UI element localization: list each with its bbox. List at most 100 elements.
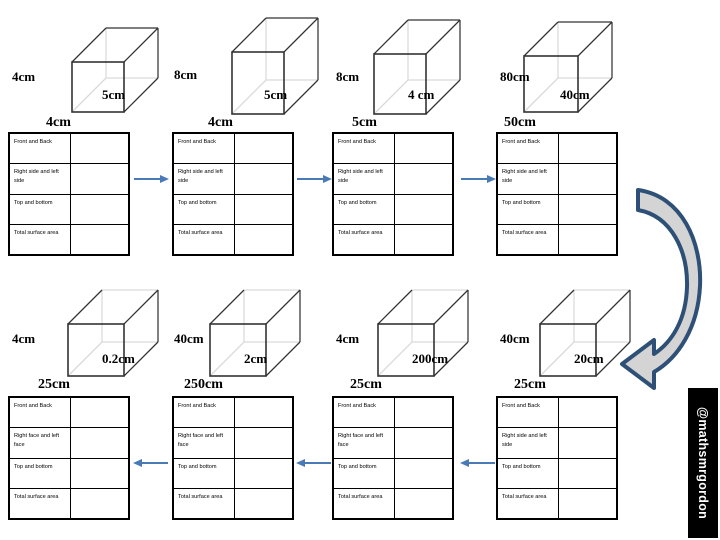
- table-row-label: Front and Back: [334, 134, 396, 164]
- dimension-width-label: 25cm: [514, 377, 546, 392]
- table-row-label: Top and bottom: [334, 194, 396, 224]
- table-row-value-input[interactable]: [395, 398, 452, 427]
- table-row-value-input[interactable]: [71, 195, 128, 224]
- table-row-value-input[interactable]: [395, 225, 452, 254]
- dimension-depth-label: 5cm: [102, 87, 126, 102]
- table-row-label: Top and bottom: [334, 458, 396, 488]
- table-row-value-input[interactable]: [235, 164, 292, 193]
- table-row: Total surface area: [10, 224, 128, 254]
- table-row: Top and bottom: [10, 458, 128, 489]
- table-row-value-input[interactable]: [235, 489, 292, 518]
- table-row-value-input[interactable]: [235, 134, 292, 163]
- table-row-value-input[interactable]: [395, 428, 452, 457]
- dimension-height-label: 4cm: [336, 331, 360, 346]
- watermark: @mathsmrgordon: [688, 388, 718, 538]
- table-row-value-input[interactable]: [559, 489, 616, 518]
- cuboid-wireframe: [538, 288, 632, 378]
- table-row-label: Top and bottom: [10, 194, 72, 224]
- table-row: Front and Back: [174, 398, 292, 429]
- table-row: Top and bottom: [10, 194, 128, 225]
- dimension-height-label: 4cm: [12, 331, 36, 346]
- flow-arrow-left-3: [460, 456, 496, 474]
- dimension-width-label: 25cm: [38, 377, 70, 392]
- table-row-value-input[interactable]: [559, 134, 616, 163]
- cuboid-wireframe: [372, 18, 462, 116]
- table-row-label: Front and Back: [498, 134, 560, 164]
- table-row-value-input[interactable]: [71, 489, 128, 518]
- dimension-height-label: 8cm: [174, 67, 198, 82]
- table-row-label: Total surface area: [498, 488, 560, 518]
- flow-arrow-left-2: [296, 456, 332, 474]
- dimension-height-label: 4cm: [12, 69, 36, 84]
- table-row-value-input[interactable]: [71, 164, 128, 193]
- table-row-value-input[interactable]: [395, 195, 452, 224]
- table-row: Total surface area: [334, 224, 452, 254]
- cuboid-figure-4: 40cm 20cm 25cm: [498, 272, 648, 394]
- table-row: Right face and left face: [334, 428, 452, 459]
- table-row-value-input[interactable]: [235, 398, 292, 427]
- dimension-depth-label: 20cm: [574, 351, 604, 366]
- table-row-value-input[interactable]: [395, 489, 452, 518]
- table-row-label: Total surface area: [174, 488, 236, 518]
- table-row: Front and Back: [334, 134, 452, 165]
- table-row-label: Front and Back: [498, 398, 560, 428]
- table-row: Top and bottom: [498, 458, 616, 489]
- dimension-depth-label: 200cm: [412, 351, 449, 366]
- table-row-value-input[interactable]: [395, 134, 452, 163]
- table-row: Right side and left side: [498, 164, 616, 195]
- table-row-value-input[interactable]: [71, 459, 128, 488]
- table-row-value-input[interactable]: [559, 428, 616, 457]
- cuboid-wireframe: [376, 288, 470, 378]
- table-row-value-input[interactable]: [395, 459, 452, 488]
- table-row-value-input[interactable]: [71, 428, 128, 457]
- table-row-value-input[interactable]: [71, 398, 128, 427]
- table-row-label: Right face and left face: [334, 428, 396, 458]
- table-row: Front and Back: [10, 398, 128, 429]
- table-row-value-input[interactable]: [71, 225, 128, 254]
- table-row-label: Front and Back: [174, 398, 236, 428]
- table-row-value-input[interactable]: [559, 398, 616, 427]
- table-row: Top and bottom: [498, 194, 616, 225]
- table-row-value-input[interactable]: [395, 164, 452, 193]
- dimension-height-label: 40cm: [500, 331, 530, 346]
- dimension-width-label: 50cm: [504, 115, 536, 130]
- table-row-value-input[interactable]: [235, 225, 292, 254]
- cuboid-wireframe: [208, 288, 302, 378]
- table-row: Right face and left face: [10, 428, 128, 459]
- table-row: Total surface area: [498, 488, 616, 518]
- flow-arrow-left-1: [133, 456, 169, 474]
- table-row-value-input[interactable]: [559, 459, 616, 488]
- table-row-label: Right face and left face: [10, 428, 72, 458]
- table-row-label: Top and bottom: [498, 194, 560, 224]
- table-row-label: Total surface area: [334, 224, 396, 254]
- cuboid-wireframe: [522, 20, 614, 114]
- dimension-height-label: 80cm: [500, 69, 530, 84]
- table-row-value-input[interactable]: [235, 195, 292, 224]
- table-row: Total surface area: [174, 488, 292, 518]
- table-row: Top and bottom: [334, 194, 452, 225]
- watermark-text: @mathsmrgordon: [696, 406, 711, 520]
- table-row-value-input[interactable]: [71, 134, 128, 163]
- dimension-width-label: 25cm: [350, 377, 382, 392]
- table-row: Right side and left side: [498, 428, 616, 459]
- table-row: Total surface area: [174, 224, 292, 254]
- table-row-label: Right side and left side: [10, 164, 72, 194]
- table-row-value-input[interactable]: [235, 459, 292, 488]
- table-row-label: Total surface area: [10, 488, 72, 518]
- table-row-value-input[interactable]: [235, 428, 292, 457]
- dimension-depth-label: 5cm: [264, 87, 288, 102]
- table-row: Front and Back: [10, 134, 128, 165]
- dimension-depth-label: 2cm: [244, 351, 268, 366]
- table-row: Total surface area: [498, 224, 616, 254]
- table-row-label: Right side and left side: [498, 164, 560, 194]
- table-row: Right side and left side: [10, 164, 128, 195]
